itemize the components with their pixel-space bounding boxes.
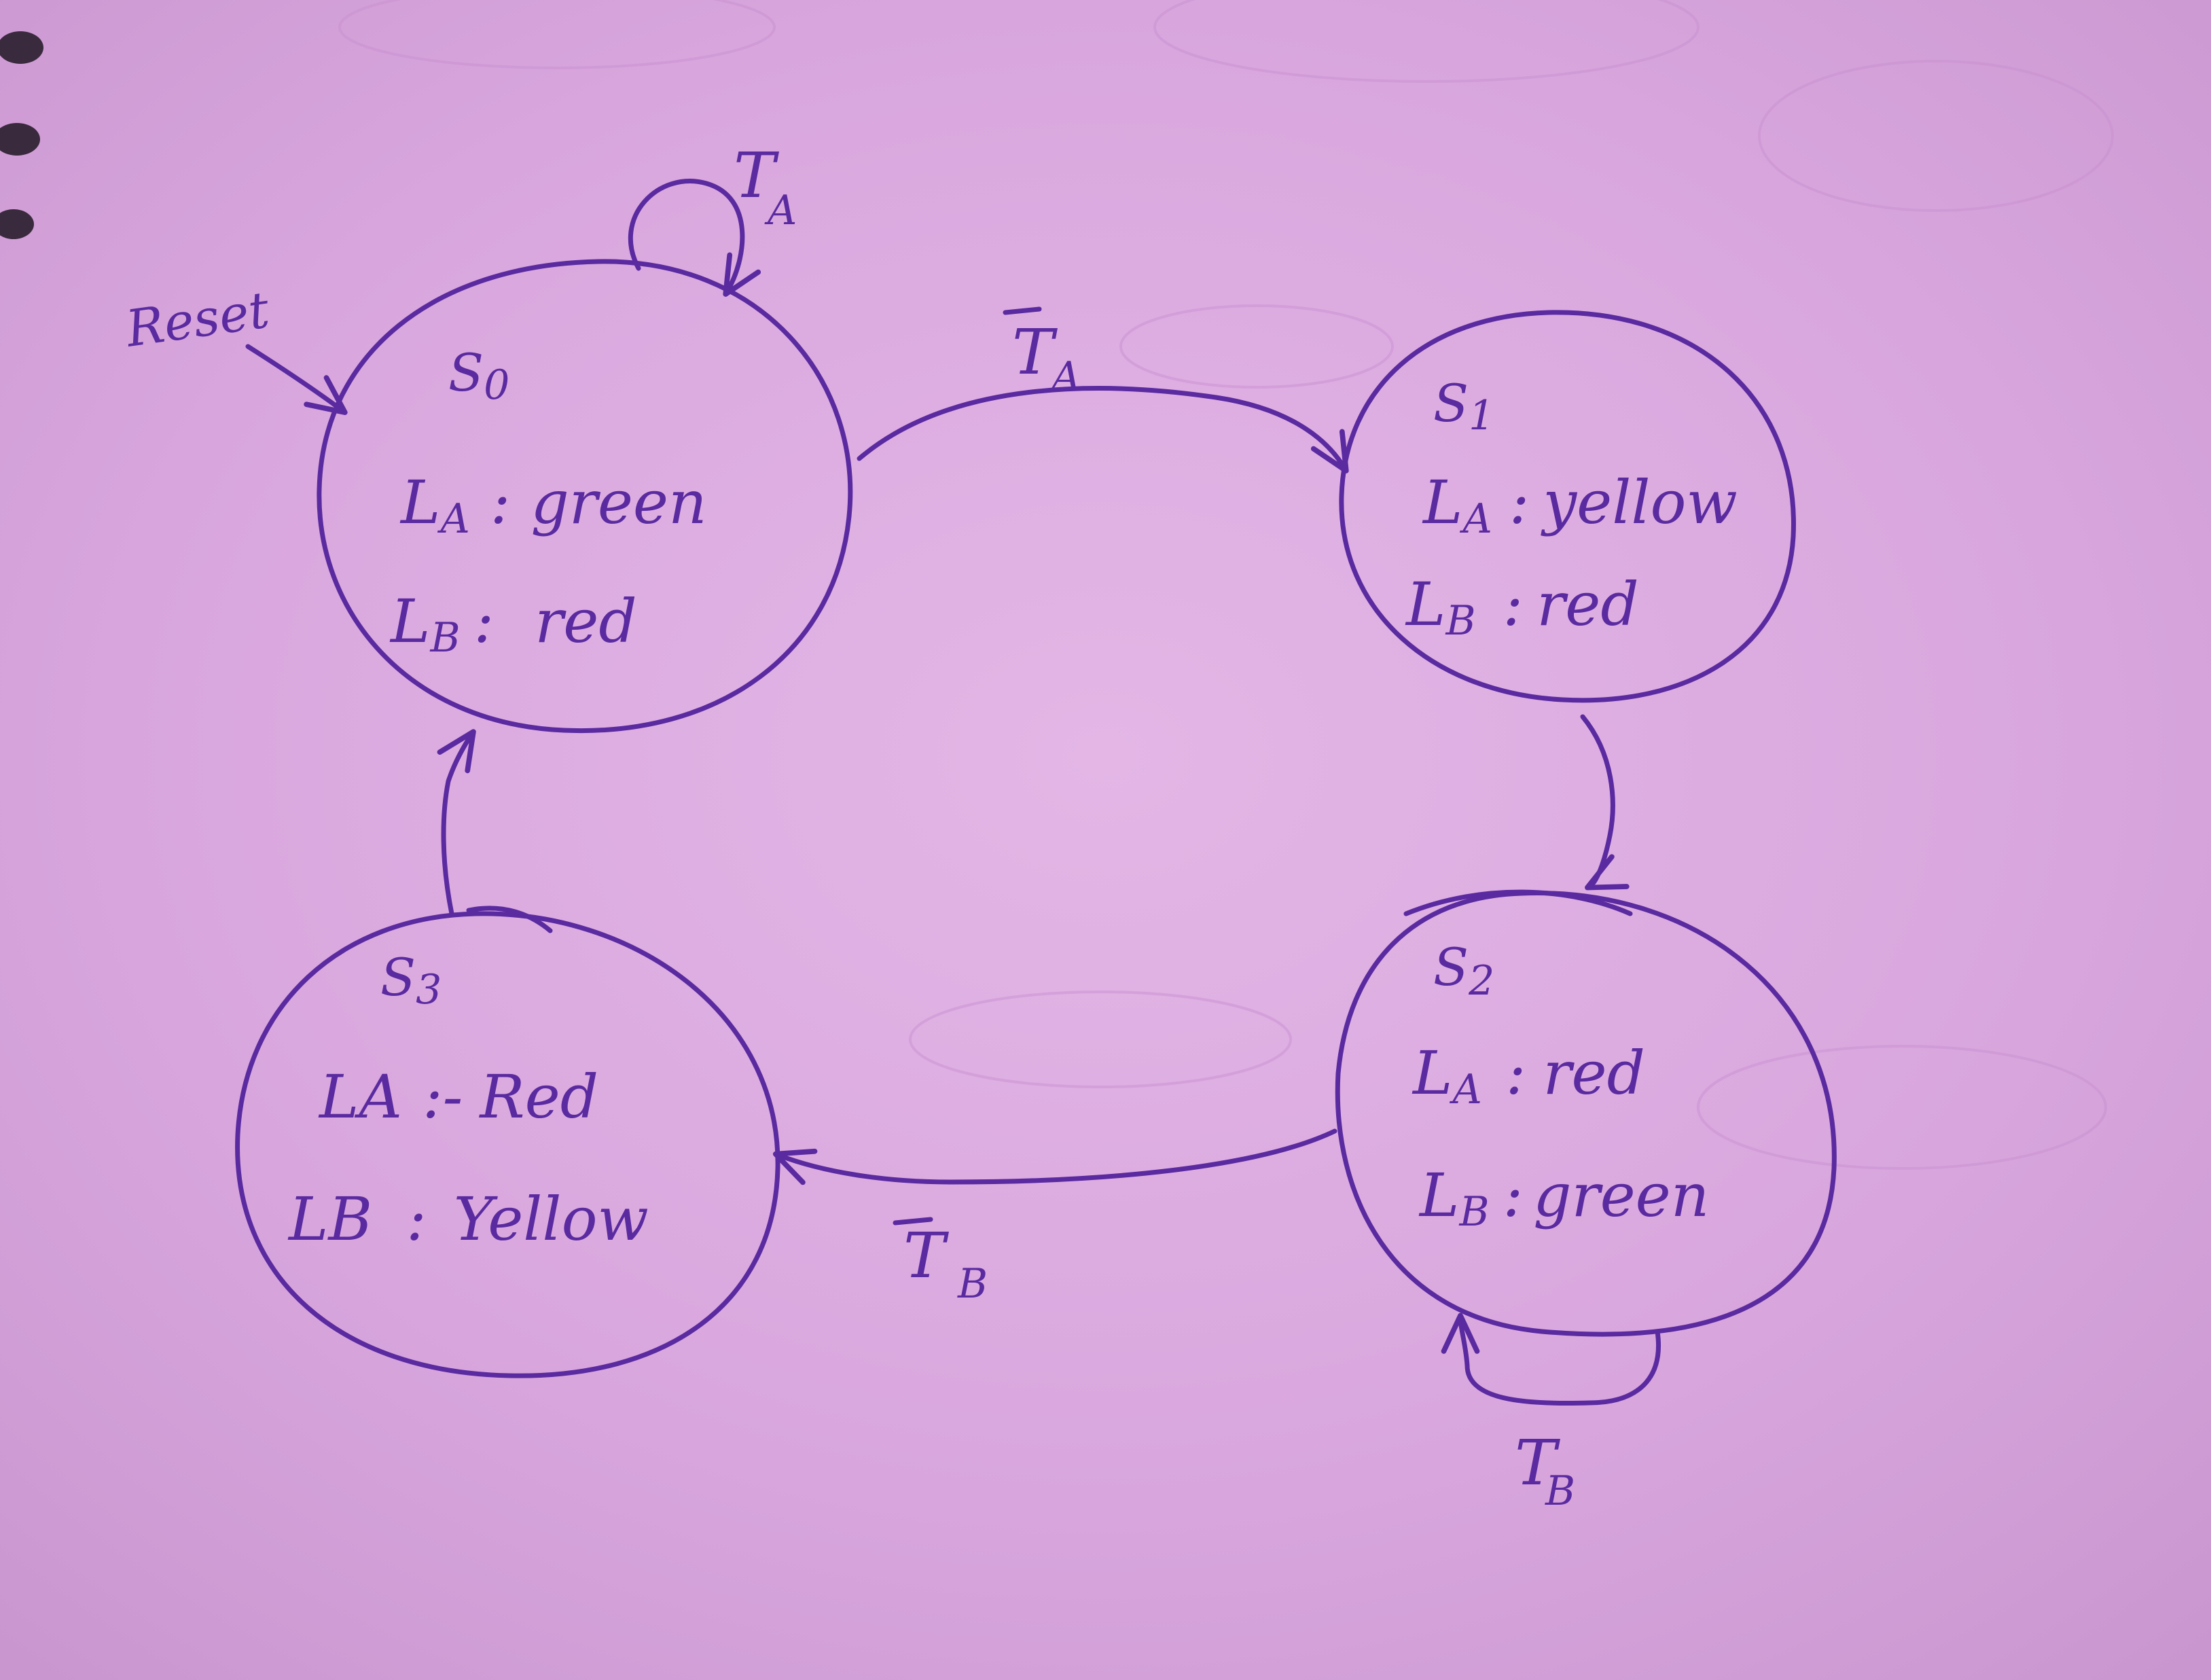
reset-arrow: [245, 344, 348, 415]
svg-text:A: A: [1048, 353, 1081, 401]
state-s1-text: S1 LA:yellow LB:red: [1405, 373, 1738, 645]
state-s3-line-2: LB:Yellow: [287, 1184, 649, 1254]
s0-self-loop-label: T A: [734, 139, 797, 234]
binding-holes: [0, 31, 43, 239]
state-s0: [317, 259, 853, 734]
svg-text:T: T: [903, 1219, 949, 1292]
bleed-through-marks: [338, 0, 2114, 1170]
state-s2-circle: [1335, 891, 1837, 1337]
s2-self-loop-arrow: [1441, 1312, 1661, 1406]
state-s3-line-1: LA:-Red: [318, 1062, 598, 1132]
state-s2-line-1: LA:red: [1412, 1038, 1645, 1113]
state-s2-text: S2 LA:red LB:green: [1412, 937, 1709, 1236]
svg-text:B: B: [1545, 1467, 1575, 1515]
svg-text:T: T: [1012, 316, 1058, 389]
state-s1: [1339, 310, 1796, 703]
s1-to-s2-arrow: [1580, 714, 1630, 891]
state-s2-name: S2: [1433, 937, 1494, 1005]
s0-self-loop-arrow: [628, 179, 761, 297]
state-s0-line-2: LB:red: [389, 586, 637, 662]
state-s0-text: S0 LA:green LB:red: [389, 342, 707, 662]
state-s3-top-stroke: [466, 906, 553, 933]
state-s1-circle: [1339, 310, 1796, 703]
state-s1-line-1: LA:yellow: [1422, 467, 1738, 543]
state-s1-name: S1: [1433, 373, 1494, 440]
s2-to-s3-label: T B: [893, 1217, 988, 1308]
s2-self-loop-label: T B: [1515, 1427, 1575, 1515]
state-s1-line-2: LB:red: [1405, 569, 1639, 645]
state-s2-top-stroke: [1403, 889, 1633, 916]
s3-to-s0-arrow: [437, 729, 476, 916]
state-s2-line-2: LB:green: [1418, 1160, 1709, 1236]
state-s0-circle: [317, 259, 853, 734]
state-s2: [1335, 889, 1837, 1337]
s2-to-s3-arrow: [772, 1128, 1337, 1185]
s0-to-s1-arrow: [857, 386, 1349, 473]
overbar: [1003, 306, 1042, 315]
svg-text:T: T: [1515, 1427, 1560, 1499]
svg-text:T: T: [734, 139, 779, 212]
state-s3-text: S3 LA:-Red LB:Yellow: [287, 947, 649, 1254]
svg-text:A: A: [764, 187, 797, 234]
state-s0-line-1: LA:green: [399, 467, 707, 543]
state-s0-name: S0: [448, 342, 509, 409]
state-s3: [235, 906, 780, 1378]
state-s3-circle: [235, 911, 780, 1378]
state-s3-name: S3: [380, 947, 442, 1014]
overbar: [893, 1217, 933, 1226]
svg-text:B: B: [957, 1260, 988, 1308]
s0-to-s1-label: T A: [1003, 306, 1081, 401]
